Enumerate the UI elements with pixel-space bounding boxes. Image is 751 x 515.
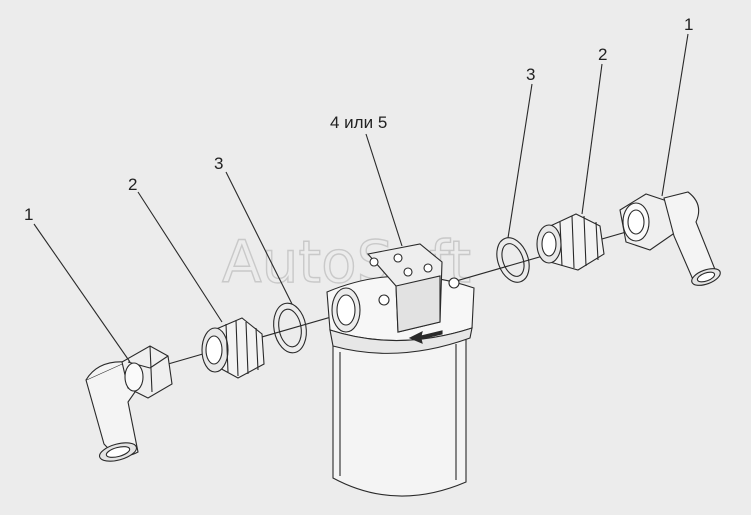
callout-filter: 4 или 5 — [330, 113, 387, 132]
leader-right-fitting — [581, 63, 603, 215]
left-o-ring — [273, 302, 307, 354]
leader-filter — [365, 133, 403, 247]
right-union-fitting — [536, 213, 605, 271]
left-elbow-tube — [85, 345, 173, 462]
callout-right-fitting: 2 — [598, 45, 607, 64]
callout-left-ring: 3 — [214, 154, 223, 173]
callout-left-tube: 1 — [24, 205, 33, 224]
left-union-fitting — [201, 317, 265, 379]
callout-right-ring: 3 — [526, 65, 535, 84]
callout-right-tube: 1 — [684, 15, 693, 34]
leader-left-tube — [33, 223, 131, 363]
callout-left-fitting: 2 — [128, 175, 137, 194]
leader-right-ring — [507, 83, 533, 239]
leader-left-fitting — [137, 191, 223, 323]
leader-right-tube — [661, 33, 689, 197]
right-o-ring — [496, 237, 530, 283]
filter-housing — [326, 243, 475, 497]
leader-left-ring — [225, 171, 293, 305]
right-elbow-tube — [619, 191, 721, 286]
